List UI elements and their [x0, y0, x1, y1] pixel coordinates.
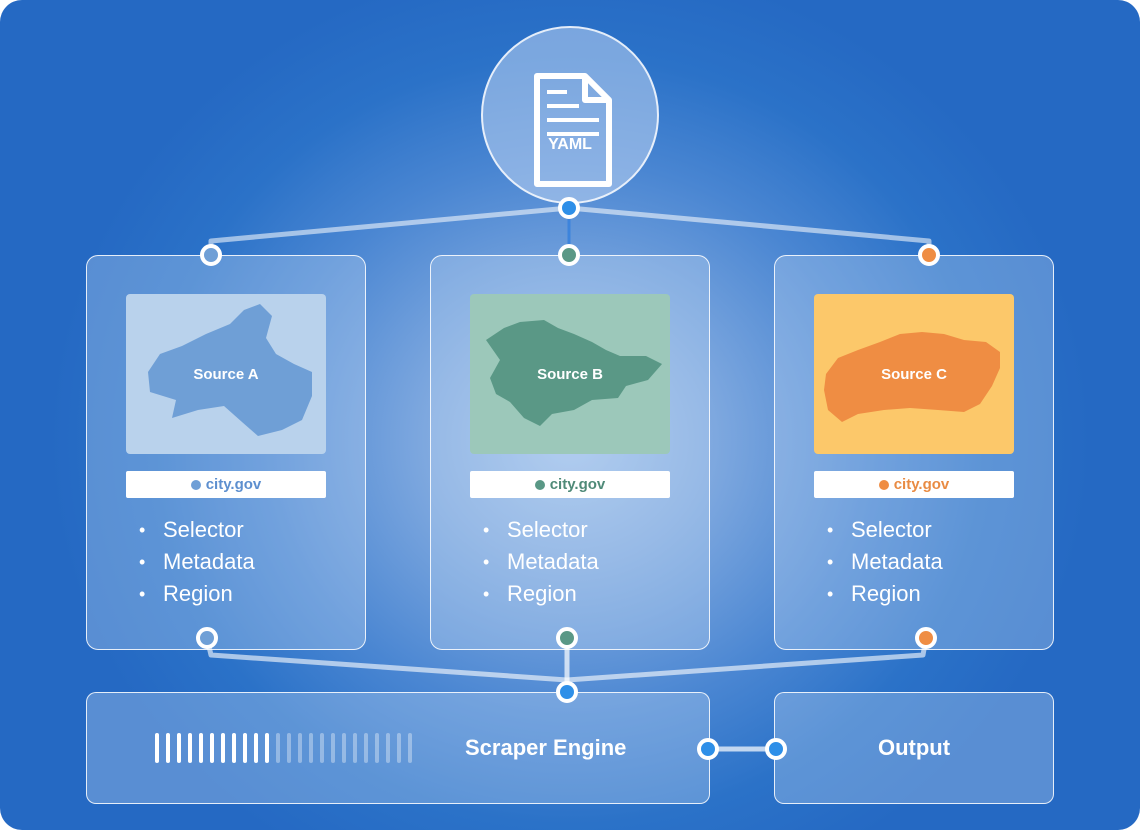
list-item: •Selector	[139, 517, 244, 542]
region-shape-icon	[486, 320, 662, 426]
field-list-c: •Selector •Metadata •Region	[827, 514, 943, 610]
list-item: •Region	[139, 581, 233, 606]
source-card-b: Source B city.gov •Selector •Metadata •R…	[430, 255, 710, 650]
field-list-b: •Selector •Metadata •Region	[483, 514, 599, 610]
source-card-c: Source C city.gov •Selector •Metadata •R…	[774, 255, 1054, 650]
region-map-c: Source C	[814, 294, 1014, 454]
list-item: •Metadata	[827, 549, 943, 574]
status-dot	[534, 479, 545, 490]
status-dot	[878, 479, 889, 490]
domain-pill-a: city.gov	[126, 471, 326, 498]
yaml-config-node: YAML	[481, 26, 659, 204]
region-map-b: Source B	[470, 294, 670, 454]
field-list-a: •Selector •Metadata •Region	[139, 514, 255, 610]
document-icon	[534, 73, 612, 187]
progress-ticks	[155, 733, 412, 763]
list-item: •Metadata	[139, 549, 255, 574]
yaml-label: YAML	[548, 136, 592, 153]
source-a-label: Source A	[193, 366, 259, 383]
engine-label: Scraper Engine	[465, 735, 627, 760]
list-item: •Selector	[483, 517, 588, 542]
list-item: •Metadata	[483, 549, 599, 574]
source-card-a: Source A city.gov •Selector •Metadata •R…	[86, 255, 366, 650]
list-item: •Region	[483, 581, 577, 606]
list-item: •Selector	[827, 517, 932, 542]
domain-text: city.gov	[893, 476, 950, 493]
region-shape-icon	[148, 304, 312, 436]
source-b-label: Source B	[537, 366, 603, 383]
output-node: Output	[774, 692, 1054, 804]
domain-pill-b: city.gov	[470, 471, 670, 498]
region-shape-icon	[824, 332, 1000, 422]
source-c-label: Source C	[881, 366, 947, 383]
region-map-a: Source A	[126, 294, 326, 454]
domain-text: city.gov	[205, 476, 262, 493]
list-item: •Region	[827, 581, 921, 606]
domain-pill-c: city.gov	[814, 471, 1014, 498]
scraper-engine-node: Scraper Engine	[86, 692, 710, 804]
status-dot	[190, 479, 201, 490]
output-label: Output	[877, 735, 951, 760]
domain-text: city.gov	[549, 476, 606, 493]
